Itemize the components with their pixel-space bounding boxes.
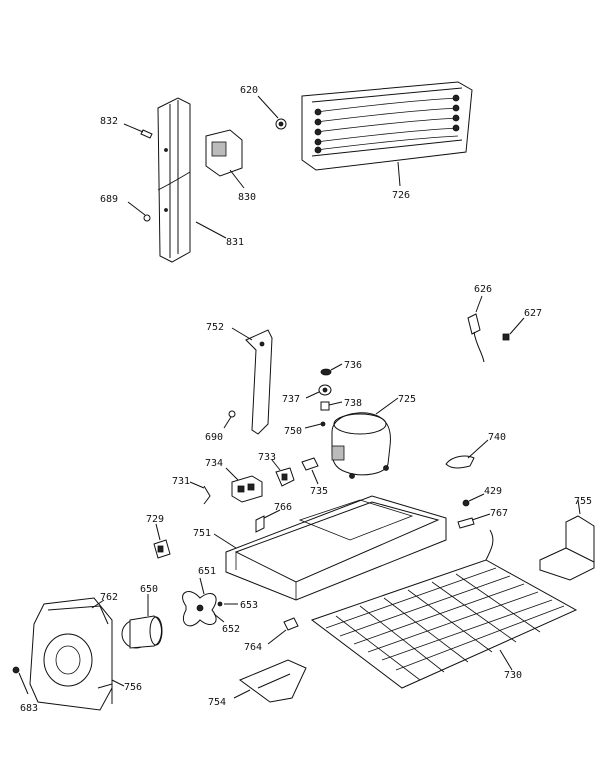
label-762: 762 [100,592,118,603]
label-726: 726 [392,190,410,201]
part-683-screw [12,666,29,695]
part-733-relay [271,459,295,487]
label-738: 738 [344,398,362,409]
label-620: 620 [240,85,258,96]
part-738-sleeve [320,401,343,411]
label-756: 756 [124,682,142,693]
label-653: 653 [240,600,258,611]
part-831-bracket [157,97,191,263]
label-733: 733 [258,452,276,463]
label-750: 750 [284,426,302,437]
label-737: 737 [282,394,300,405]
label-736: 736 [344,360,362,371]
part-620-fitting [257,95,287,130]
label-626: 626 [474,284,492,295]
part-830-relay [205,129,245,189]
part-653-clip [217,601,238,607]
part-731-clip [189,481,211,505]
part-650-motor [121,594,163,649]
label-767: 767 [490,508,508,519]
label-652: 652 [222,624,240,635]
label-735: 735 [310,486,328,497]
label-764: 764 [244,642,262,653]
label-730: 730 [504,670,522,681]
label-740: 740 [488,432,506,443]
part-737-grommet [305,384,332,399]
part-729-switch [153,523,171,559]
part-750-bolt [304,421,326,429]
part-690-screw [223,410,236,429]
label-690: 690 [205,432,223,443]
label-627: 627 [524,308,542,319]
part-766-bracket [255,509,281,533]
label-755: 755 [574,496,592,507]
part-725-compressor [331,397,399,479]
part-726-evaporator [301,81,473,187]
part-762-shroud [29,597,113,711]
label-651: 651 [198,566,216,577]
label-831: 831 [226,237,244,248]
label-689: 689 [100,194,118,205]
label-751: 751 [193,528,211,539]
part-767-clip [457,513,491,529]
part-736-cap [320,363,343,376]
part-754-tray [233,659,307,703]
part-626-cord [467,295,485,363]
label-683: 683 [20,703,38,714]
part-number-labels: 832 689 831 830 620 726 626 627 752 736 … [20,85,592,714]
label-725: 725 [398,394,416,405]
part-735-terminal [301,457,319,485]
part-756-frame [97,679,125,704]
label-734: 734 [205,458,223,469]
label-752: 752 [206,322,224,333]
label-832: 832 [100,116,118,127]
part-627-clip [502,317,525,341]
part-764-clip [267,617,299,645]
part-755-bracket [539,499,595,581]
part-689-screw [127,201,151,222]
label-429: 429 [484,486,502,497]
label-650: 650 [140,584,158,595]
part-832-screw [123,123,153,139]
label-754: 754 [208,697,226,708]
part-730-condenser [310,529,578,689]
part-752-bracket [231,327,273,435]
part-751-base-pan [213,495,447,601]
label-766: 766 [274,502,292,513]
part-651-fan-blade [182,577,217,627]
part-740-clip [445,439,489,469]
label-729: 729 [146,514,164,525]
part-429-screw [462,493,485,507]
label-731: 731 [172,476,190,487]
label-830: 830 [238,192,256,203]
part-734-overload [225,467,263,503]
part-652-nut [213,613,225,623]
